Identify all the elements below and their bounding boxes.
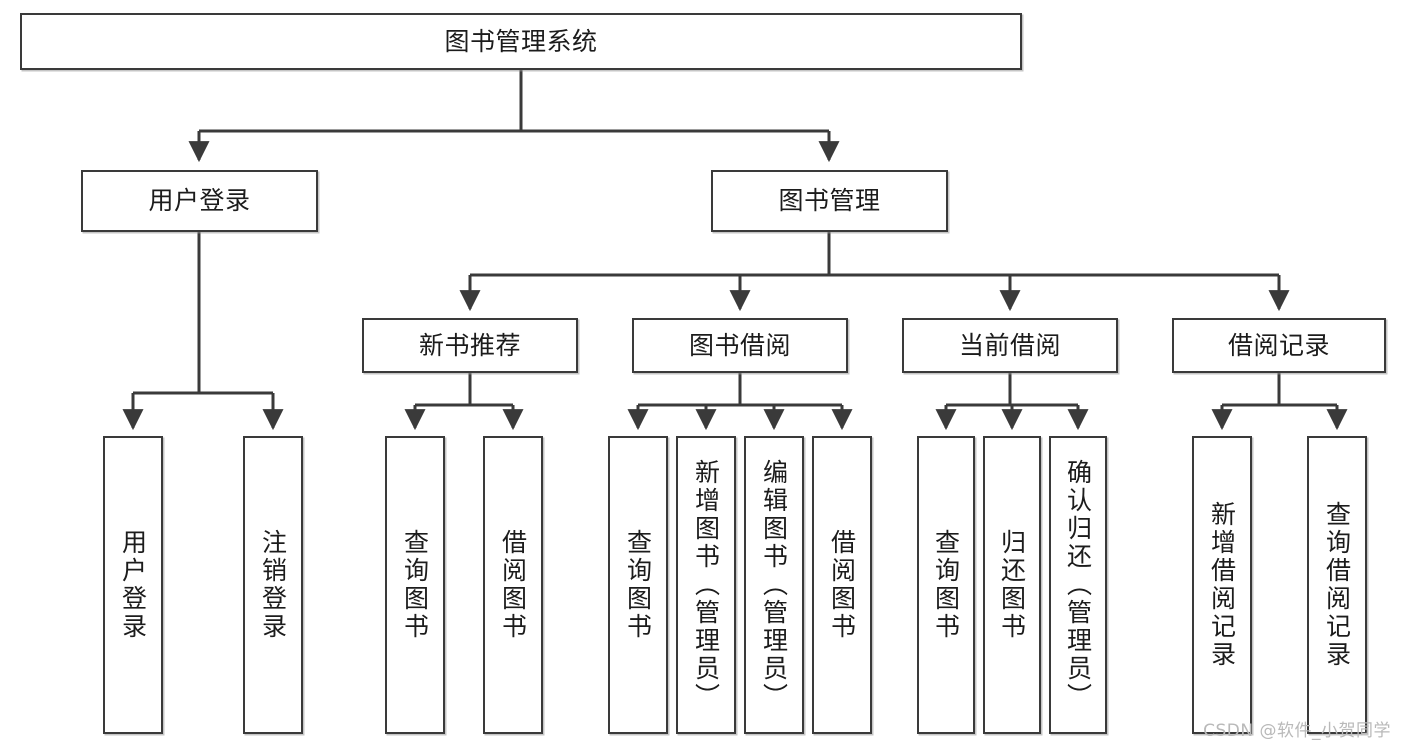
node-leaf-logout-label: 注销登录	[258, 529, 288, 641]
node-leaf-confirm-return-label: 确认归还（管理员）	[1063, 459, 1093, 711]
node-leaf-user-login-label: 用户登录	[118, 529, 148, 641]
node-leaf-query-book-1[interactable]: 查询图书	[385, 436, 445, 734]
node-leaf-borrow-book-1-label: 借阅图书	[498, 529, 528, 641]
node-book-manage-label: 图书管理	[778, 186, 881, 216]
node-leaf-query-record[interactable]: 查询借阅记录	[1307, 436, 1367, 734]
node-user-login[interactable]: 用户登录	[81, 170, 318, 232]
node-leaf-add-book-label: 新增图书（管理员）	[691, 459, 721, 711]
node-leaf-edit-book-label: 编辑图书（管理员）	[759, 459, 789, 711]
watermark: CSDN @软件_小贺同学	[1203, 721, 1391, 741]
node-borrow-record-label: 借阅记录	[1227, 330, 1330, 360]
node-leaf-confirm-return[interactable]: 确认归还（管理员）	[1049, 436, 1107, 734]
node-borrow-record[interactable]: 借阅记录	[1172, 318, 1386, 373]
node-root[interactable]: 图书管理系统	[20, 13, 1022, 70]
node-leaf-logout[interactable]: 注销登录	[243, 436, 303, 734]
node-user-login-label: 用户登录	[148, 186, 251, 216]
node-leaf-query-book-2[interactable]: 查询图书	[608, 436, 668, 734]
node-book-borrow[interactable]: 图书借阅	[632, 318, 848, 373]
node-leaf-add-record[interactable]: 新增借阅记录	[1192, 436, 1252, 734]
node-root-label: 图书管理系统	[444, 26, 598, 56]
node-leaf-return-book[interactable]: 归还图书	[983, 436, 1041, 734]
node-new-book-rec[interactable]: 新书推荐	[362, 318, 578, 373]
node-leaf-add-book[interactable]: 新增图书（管理员）	[676, 436, 736, 734]
node-leaf-edit-book[interactable]: 编辑图书（管理员）	[744, 436, 804, 734]
node-leaf-borrow-book-2[interactable]: 借阅图书	[812, 436, 872, 734]
node-leaf-add-record-label: 新增借阅记录	[1207, 501, 1237, 669]
node-current-borrow-label: 当前借阅	[958, 330, 1061, 360]
node-leaf-query-book-3-label: 查询图书	[931, 529, 961, 641]
node-leaf-borrow-book-1[interactable]: 借阅图书	[483, 436, 543, 734]
node-leaf-query-book-1-label: 查询图书	[400, 529, 430, 641]
node-book-manage[interactable]: 图书管理	[711, 170, 948, 232]
node-leaf-query-record-label: 查询借阅记录	[1322, 501, 1352, 669]
node-leaf-return-book-label: 归还图书	[997, 529, 1027, 641]
node-leaf-query-book-3[interactable]: 查询图书	[917, 436, 975, 734]
node-book-borrow-label: 图书借阅	[688, 330, 791, 360]
node-new-book-rec-label: 新书推荐	[418, 330, 521, 360]
node-leaf-user-login[interactable]: 用户登录	[103, 436, 163, 734]
node-leaf-query-book-2-label: 查询图书	[623, 529, 653, 641]
node-leaf-borrow-book-2-label: 借阅图书	[827, 529, 857, 641]
node-current-borrow[interactable]: 当前借阅	[902, 318, 1118, 373]
